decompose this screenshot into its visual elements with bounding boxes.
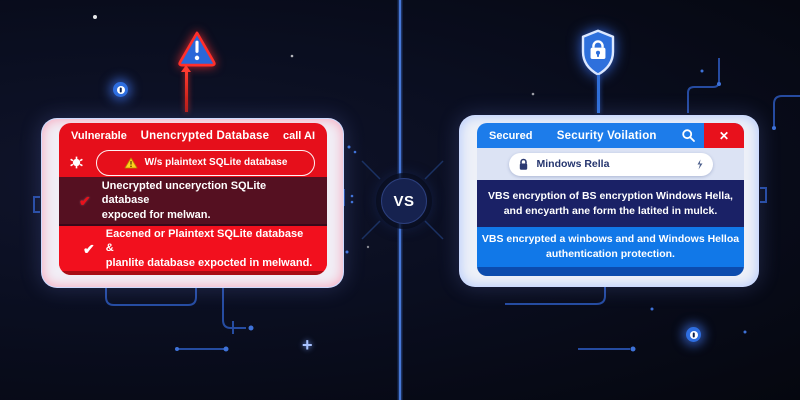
vulnerability-item-line1: Eacened or Plaintext SQLite database & (105, 228, 304, 255)
windows-hello-text: Mindows Rella (536, 158, 610, 170)
search-icon[interactable] (681, 128, 696, 143)
vs-badge: VS (381, 178, 427, 224)
vulnerability-item-line2: expoced for melwan. (101, 208, 211, 221)
warning-triangle-icon (178, 31, 216, 67)
vulnerable-card-header: Vulnerable Unencrypted Database call AI (59, 123, 327, 148)
sparkle-icon: + (302, 335, 313, 355)
check-icon: ✔ (79, 192, 91, 209)
security-item: VBS encryption of BS encryption Windows … (477, 180, 744, 227)
malware-bug-icon (70, 156, 83, 169)
vulnerability-item-line1: Unecrypted unceryction SQLite database (101, 180, 267, 207)
security-item-line2: and encyarth ane form the latited in mul… (503, 204, 718, 217)
left-card-title: Unencrypted Database (140, 129, 270, 142)
card-bottom-edge (477, 267, 744, 276)
secured-card: Secured Security Voilation ✕ Mindows Rel… (477, 123, 744, 276)
keyhole-dot-icon (686, 327, 701, 342)
right-card-title: Security Voilation (556, 129, 657, 142)
alert-pill-text: W/s plaintext SQLite database (144, 157, 288, 168)
secured-panel-frame: Secured Security Voilation ✕ Mindows Rel… (459, 115, 759, 287)
secured-label: Secured (489, 129, 533, 142)
vulnerable-label: Vulnerable (71, 129, 127, 142)
vulnerable-card: Vulnerable Unencrypted Database call AI (59, 123, 327, 275)
keyhole-dot-icon (113, 82, 128, 97)
call-ai-button[interactable]: call AI (283, 129, 315, 142)
vulnerability-item-line2: planlite database expocted in melwand. (105, 256, 313, 269)
blue-connector-line (597, 75, 600, 113)
search-row: Mindows Rella (477, 148, 744, 180)
close-button[interactable]: ✕ (704, 123, 744, 148)
security-item-line1: VBS encrypted a winbows and and Windows … (481, 233, 740, 246)
security-item-line2: authentication protection. (546, 248, 675, 260)
flash-icon (697, 159, 702, 169)
vulnerability-item: ✔ Unecrypted unceryction SQLite database… (59, 177, 327, 226)
vulnerability-item: ✔ Eacened or Plaintext SQLite database &… (59, 226, 327, 271)
red-connector-arrow (181, 65, 191, 112)
alert-row: W/s plaintext SQLite database (59, 148, 327, 177)
secured-card-header: Secured Security Voilation ✕ (477, 123, 744, 148)
security-item-line1: VBS encryption of BS encryption Windows … (488, 189, 733, 202)
warning-icon (124, 157, 137, 168)
check-icon: ✔ (83, 240, 95, 257)
security-item: VBS encrypted a winbows and and Windows … (477, 227, 744, 267)
windows-hello-field[interactable]: Mindows Rella (508, 152, 713, 176)
card-bottom-edge (59, 271, 327, 275)
shield-lock-icon (581, 29, 615, 76)
vulnerable-panel-frame: Vulnerable Unencrypted Database call AI (41, 118, 344, 288)
lock-icon (519, 158, 527, 170)
alert-pill[interactable]: W/s plaintext SQLite database (96, 149, 315, 176)
